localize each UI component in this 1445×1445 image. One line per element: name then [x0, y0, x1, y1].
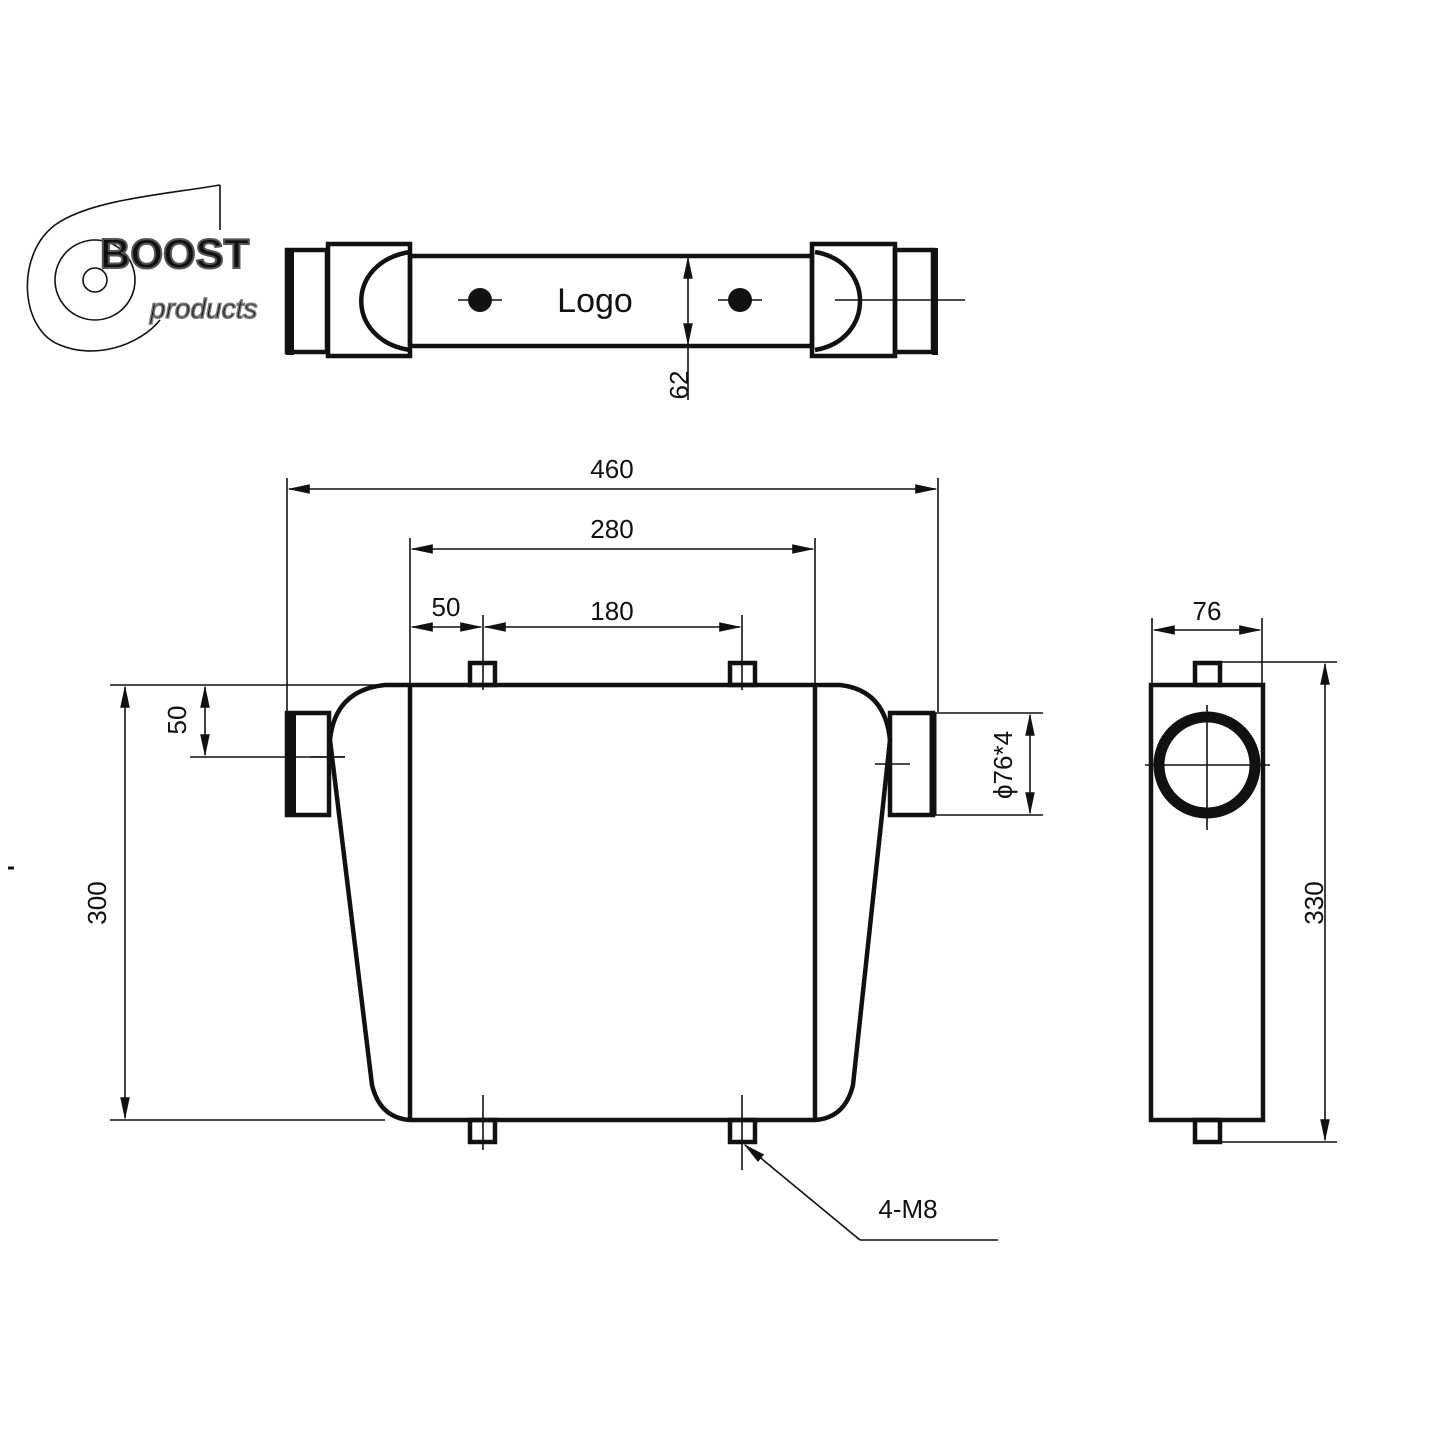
logo-placeholder-label: Logo	[557, 282, 633, 320]
dim-76: 76	[1193, 596, 1222, 626]
dim-300: 300	[82, 881, 112, 924]
logo-brand-text: BOOST	[100, 230, 250, 277]
dim-50-inlet: 50	[162, 706, 192, 735]
bolts	[467, 615, 758, 1170]
dim-460: 460	[590, 454, 633, 484]
bolt-callout: 4-M8	[878, 1194, 937, 1224]
dim-180: 180	[590, 596, 633, 626]
dim-50-bolt: 50	[432, 592, 461, 622]
side-view: 76 330	[1145, 596, 1337, 1145]
logo-sub-text: products	[149, 293, 257, 324]
boost-products-logo: BOOST products	[26, 184, 258, 352]
front-view: 460 280 50 180 50 300 ϕ76*4 4-M8	[8, 454, 1043, 1241]
dim-280: 280	[590, 514, 633, 544]
dim-pipe-diameter: ϕ76*4	[988, 731, 1018, 799]
top-view: Logo 62	[284, 241, 965, 400]
dim-330: 330	[1299, 881, 1329, 924]
dim-62: 62	[664, 371, 694, 400]
